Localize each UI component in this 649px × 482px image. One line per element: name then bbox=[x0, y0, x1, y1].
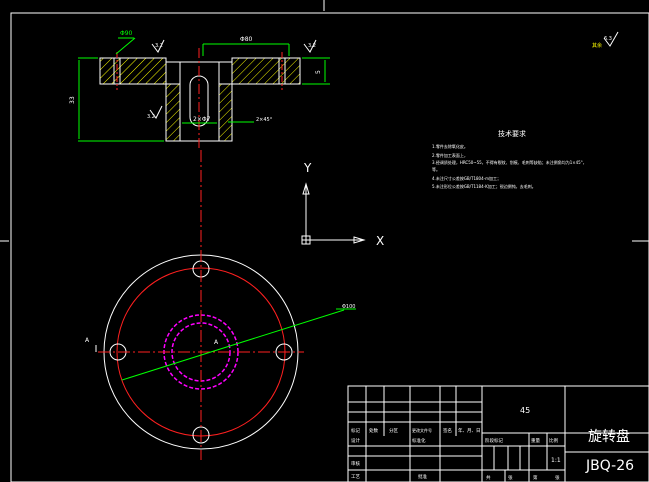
row-check-label: 审核 bbox=[351, 460, 360, 467]
dimension-lines bbox=[78, 37, 330, 142]
sheet-label-2: 张 bbox=[555, 474, 560, 481]
header-cell-signature: 签名 bbox=[443, 427, 452, 434]
row-approve-label: 批准 bbox=[418, 473, 427, 480]
section-mark-a-left: A bbox=[85, 337, 90, 344]
roughness-other-label: 其余 bbox=[592, 42, 602, 49]
header-cell-mark: 标记 bbox=[351, 427, 360, 434]
title-block bbox=[347, 385, 649, 482]
sheet-no-label: 第 bbox=[533, 474, 538, 481]
row-standardization-label: 标准化 bbox=[412, 437, 426, 444]
chamfer-label: 2×45° bbox=[256, 117, 273, 123]
tech-req-line-4: 等。 bbox=[432, 166, 440, 172]
dim-height-right-label: 5 bbox=[315, 70, 322, 74]
header-cell-change-doc: 更改文件号 bbox=[412, 427, 432, 433]
scale-label: 比例 bbox=[549, 437, 558, 444]
section-mark-a-center: A bbox=[214, 339, 219, 346]
title-block-part-name: 旋转盘 bbox=[588, 428, 630, 445]
ucs-icon bbox=[301, 182, 366, 245]
dim-phi80-label: Φ80 bbox=[240, 36, 253, 43]
section-view: Φ90 Φ80 33 5 2×Φ7 2×45° 3.2 3.2 3.2 bbox=[69, 30, 330, 148]
tech-req-line-2: 2.零件加工表面上， bbox=[432, 152, 468, 158]
tech-req-line-1: 1.零件去除氧化皮。 bbox=[432, 143, 468, 149]
dim-height-left-label: 33 bbox=[69, 96, 76, 104]
header-cell-date: 年、月、日 bbox=[458, 427, 481, 434]
ucs-y-label: Y bbox=[303, 161, 312, 175]
slot-dim-label: 2×Φ7 bbox=[193, 116, 211, 123]
tech-requirements-title: 技术要求 bbox=[498, 129, 526, 138]
header-cell-zone: 分区 bbox=[389, 427, 398, 434]
phi100-leader bbox=[121, 309, 345, 381]
title-block-scale: 1:1 bbox=[551, 457, 561, 464]
row-design-label: 设计 bbox=[351, 437, 360, 444]
roughness-other-value: 6.3 bbox=[604, 36, 612, 42]
ucs-x-label: X bbox=[376, 234, 384, 248]
weight-label: 重量 bbox=[531, 437, 540, 444]
tech-req-line-5: 4.未注尺寸公差按GB/T1804-m加工； bbox=[432, 175, 501, 181]
part-outline bbox=[100, 57, 301, 142]
sheet-label-1: 张 bbox=[508, 474, 513, 481]
row-process-label: 工艺 bbox=[351, 474, 360, 480]
header-cell-count: 处数 bbox=[369, 427, 378, 434]
svg-text:3.2: 3.2 bbox=[308, 43, 316, 49]
hatch-area bbox=[99, 57, 301, 142]
bolt-hole-right bbox=[275, 343, 293, 361]
tech-req-line-3: 3.经调质处理，HRC50~55，不得有裂纹、划痕、毛刺等缺陷；未注倒角均为1×… bbox=[432, 159, 587, 165]
title-block-material: 45 bbox=[520, 406, 530, 415]
tech-requirements: 技术要求 1.零件去除氧化皮。 2.零件加工表面上， 3.经调质处理，HRC50… bbox=[432, 129, 587, 189]
roughness-symbol-top-left: 3.2 bbox=[151, 39, 165, 53]
stage-mark-label: 阶段标记 bbox=[485, 437, 503, 444]
roughness-other: 6.3 其余 bbox=[592, 31, 619, 49]
tech-req-line-6: 5.未注形位公差按GB/T1184-K加工；锐边倒钝，去毛刺。 bbox=[432, 183, 536, 189]
sheet-total-label: 共 bbox=[486, 474, 491, 481]
roughness-symbol-top-right: 3.2 bbox=[303, 39, 317, 53]
dim-phi100-label: Φ100 bbox=[342, 304, 355, 310]
plan-view bbox=[95, 150, 356, 460]
roughness-symbol-mid: 3.2 bbox=[147, 105, 163, 120]
svg-text:3.2: 3.2 bbox=[155, 43, 163, 49]
svg-text:3.2: 3.2 bbox=[147, 114, 155, 120]
title-block-drawing-number: JBQ-26 bbox=[585, 458, 634, 474]
dim-phi90-label: Φ90 bbox=[120, 30, 133, 37]
